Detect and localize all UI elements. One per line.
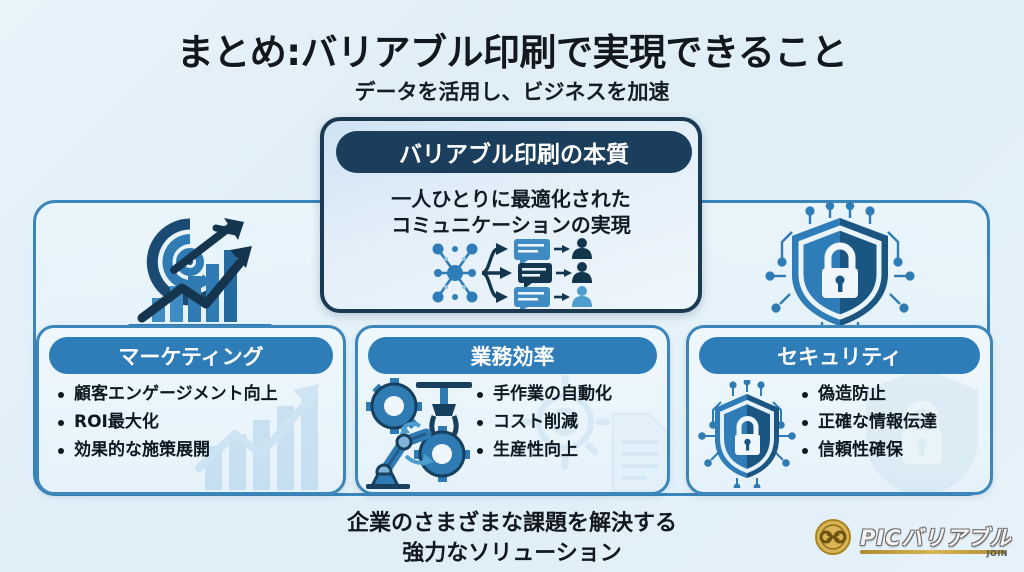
card-marketing: マーケティング 顧客エンゲージメント向上 ROI最大化 効果的な施策展開 bbox=[36, 325, 346, 495]
data-to-people-communication-icon bbox=[432, 237, 598, 309]
list-item: 生産性向上 bbox=[476, 442, 612, 459]
shield-lock-circuit-small-icon bbox=[695, 378, 799, 491]
target-arrow-growth-chart-icon bbox=[112, 206, 288, 334]
list-item: 手作業の自動化 bbox=[476, 386, 612, 403]
pic-infinity-emblem-icon bbox=[814, 518, 852, 556]
shield-lock-watermark bbox=[856, 360, 988, 492]
list-item: 顧客エンゲージメント向上 bbox=[57, 386, 278, 403]
shield-lock-circuit-icon bbox=[752, 201, 928, 337]
logo-underline bbox=[860, 550, 1006, 554]
footer-text-line1: 企業のさまざまな課題を解決する bbox=[346, 511, 677, 536]
card-security: セキュリティ bbox=[686, 325, 993, 495]
essence-box: バリアブル印刷の本質 一人ひとりに最適化された コミュニケーションの実現 bbox=[320, 117, 702, 313]
logo-wordmark: PICバリアブル bbox=[860, 526, 1012, 550]
list-item: ROI最大化 bbox=[57, 414, 278, 431]
list-item: 正確な情報伝達 bbox=[801, 414, 937, 431]
essence-box-header: バリアブル印刷の本質 bbox=[336, 131, 692, 173]
card-marketing-header: マーケティング bbox=[49, 337, 333, 374]
list-item: コスト削減 bbox=[476, 414, 612, 431]
essence-text-line1: 一人ひとりに最適化された bbox=[391, 187, 631, 211]
card-security-bullets: 偽造防止 正確な情報伝達 信頼性確保 bbox=[801, 386, 937, 470]
footer-text-line2: 強力なソリューション bbox=[402, 541, 622, 566]
gear-document-watermark bbox=[519, 370, 667, 492]
card-marketing-bullets: 顧客エンゲージメント向上 ROI最大化 効果的な施策展開 bbox=[57, 386, 278, 470]
brand-logo: PICバリアブル JOIN bbox=[814, 514, 1012, 560]
essence-text-line2: コミュニケーションの実現 bbox=[391, 213, 631, 237]
robot-arm-gears-icon bbox=[364, 376, 476, 490]
growth-bar-chart-watermark bbox=[189, 372, 339, 492]
page-title: まとめ:バリアブル印刷で実現できること bbox=[176, 31, 848, 74]
card-efficiency: 業務効率 bbox=[355, 325, 670, 495]
logo-tagline: JOIN bbox=[986, 549, 1008, 558]
card-security-header: セキュリティ bbox=[699, 337, 980, 374]
card-efficiency-header: 業務効率 bbox=[368, 337, 657, 374]
card-efficiency-bullets: 手作業の自動化 コスト削減 生産性向上 bbox=[476, 386, 612, 470]
list-item: 偽造防止 bbox=[801, 386, 937, 403]
list-item: 信頼性確保 bbox=[801, 442, 937, 459]
page-subtitle: データを活用し、ビジネスを加速 bbox=[354, 80, 670, 104]
list-item: 効果的な施策展開 bbox=[57, 442, 278, 459]
